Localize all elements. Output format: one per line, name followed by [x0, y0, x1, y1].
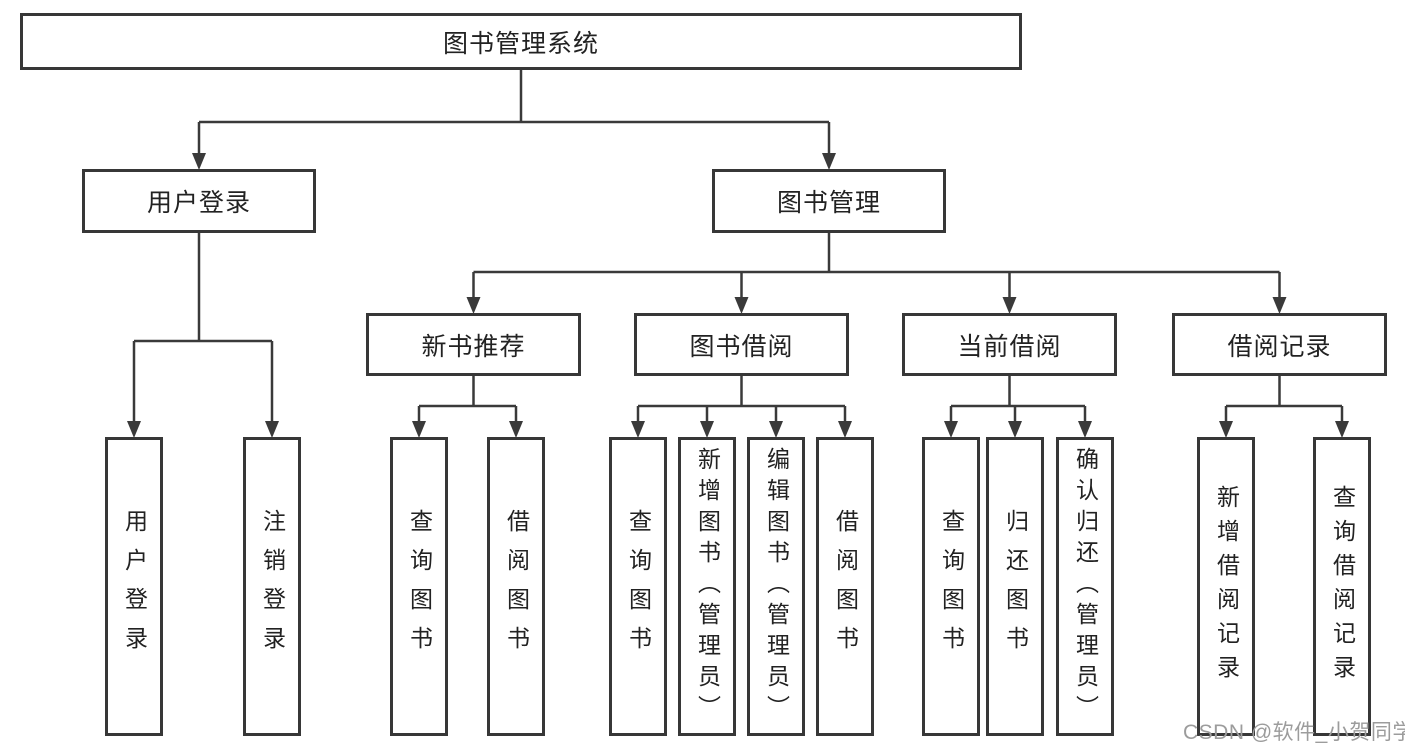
leaf-borrow-books-recommend: 借阅图书 — [487, 437, 545, 736]
leaf-borrow-books-label: 借阅图书 — [832, 508, 859, 665]
leaf-add-borrow-record: 新增借阅记录 — [1197, 437, 1255, 736]
csdn-watermark: CSDN @软件_小贺同学 — [1183, 721, 1405, 744]
node-new-book-recommend: 新书推荐 — [366, 313, 581, 376]
leaf-query-books-recommend: 查询图书 — [390, 437, 448, 736]
leaf-edit-books-admin-label: 编辑图书（管理员） — [763, 447, 790, 726]
leaf-borrow-books-recommend-label: 借阅图书 — [503, 508, 530, 665]
node-book-borrow: 图书借阅 — [634, 313, 849, 376]
leaf-user-login-label: 用户登录 — [121, 508, 148, 665]
leaf-borrow-books: 借阅图书 — [816, 437, 874, 736]
leaf-return-books: 归还图书 — [986, 437, 1044, 736]
leaf-logout-label: 注销登录 — [259, 508, 286, 665]
leaf-user-login: 用户登录 — [105, 437, 163, 736]
node-library-management-system: 图书管理系统 — [20, 13, 1022, 70]
leaf-query-books: 查询图书 — [609, 437, 667, 736]
leaf-add-books-admin: 新增图书（管理员） — [678, 437, 736, 736]
leaf-logout: 注销登录 — [243, 437, 301, 736]
node-current-borrow: 当前借阅 — [902, 313, 1117, 376]
leaf-query-borrow-record: 查询借阅记录 — [1313, 437, 1371, 736]
leaf-add-books-admin-label: 新增图书（管理员） — [694, 447, 721, 726]
arrowheads — [127, 153, 1349, 438]
node-borrow-records: 借阅记录 — [1172, 313, 1387, 376]
node-user-login: 用户登录 — [82, 169, 316, 233]
leaf-query-books-recommend-label: 查询图书 — [406, 508, 433, 665]
leaf-edit-books-admin: 编辑图书（管理员） — [747, 437, 805, 736]
leaf-query-books-current-label: 查询图书 — [938, 508, 965, 665]
leaf-confirm-return-admin: 确认归还（管理员） — [1056, 437, 1114, 736]
leaf-return-books-label: 归还图书 — [1002, 508, 1029, 665]
leaf-query-borrow-record-label: 查询借阅记录 — [1329, 484, 1356, 689]
node-book-management: 图书管理 — [712, 169, 946, 233]
leaf-query-books-label: 查询图书 — [625, 508, 652, 665]
leaf-query-books-current: 查询图书 — [922, 437, 980, 736]
leaf-add-borrow-record-label: 新增借阅记录 — [1213, 484, 1240, 689]
leaf-confirm-return-admin-label: 确认归还（管理员） — [1072, 447, 1099, 726]
